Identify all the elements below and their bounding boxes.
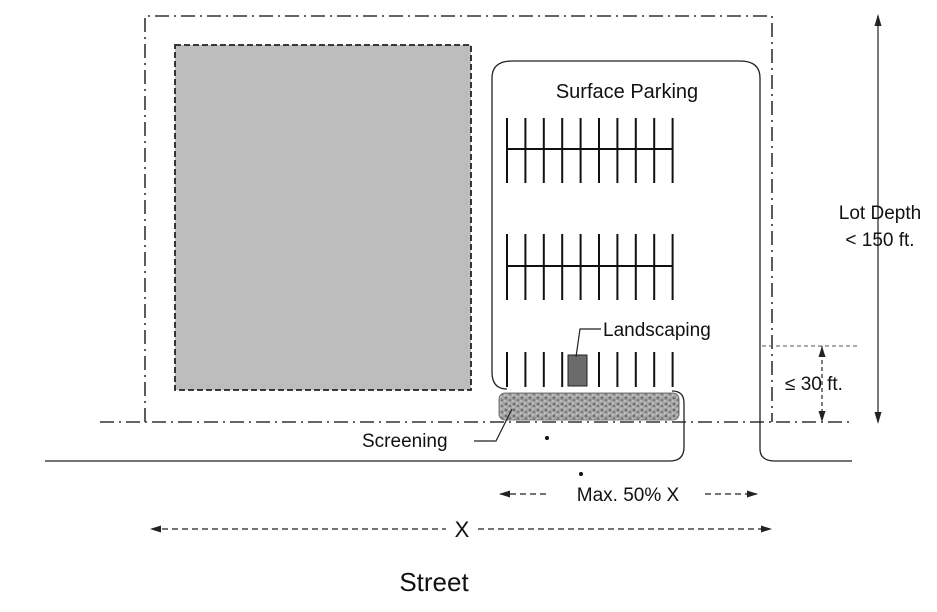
building [174, 44, 472, 391]
screening-leader [474, 408, 513, 442]
lot-width-label: X [455, 517, 470, 542]
setback-arrow-bottom [818, 411, 826, 422]
surface-parking-label: Surface Parking [556, 81, 698, 103]
marker-dot [579, 472, 583, 476]
parking-stall-rows [506, 118, 674, 387]
marker-dot [545, 436, 549, 440]
landscaping-label: Landscaping [603, 320, 711, 341]
landscaping-island [567, 354, 588, 387]
lot-depth-value: < 150 ft. [845, 230, 914, 251]
landscaping-leader [575, 328, 601, 358]
setback-label: ≤ 30 ft. [785, 374, 843, 395]
parking-lot-outline [491, 60, 852, 462]
lot-width-arrow-left [150, 525, 161, 533]
max-width-arrow-left [499, 490, 510, 498]
max-width-label: Max. 50% X [577, 485, 680, 506]
lot-depth-arrow-top [874, 14, 882, 26]
lot-width-arrow-right [761, 525, 772, 533]
max-width-arrow-right [747, 490, 758, 498]
lot-depth-label: Lot Depth [839, 203, 921, 224]
street-label: Street [399, 567, 469, 597]
driveway-outline [45, 390, 685, 462]
screening-hedge [498, 392, 680, 421]
lot-depth-arrow-bottom [874, 412, 882, 424]
setback-arrow-top [818, 346, 826, 357]
screening-label: Screening [362, 431, 448, 452]
lot-boundary [144, 15, 773, 422]
